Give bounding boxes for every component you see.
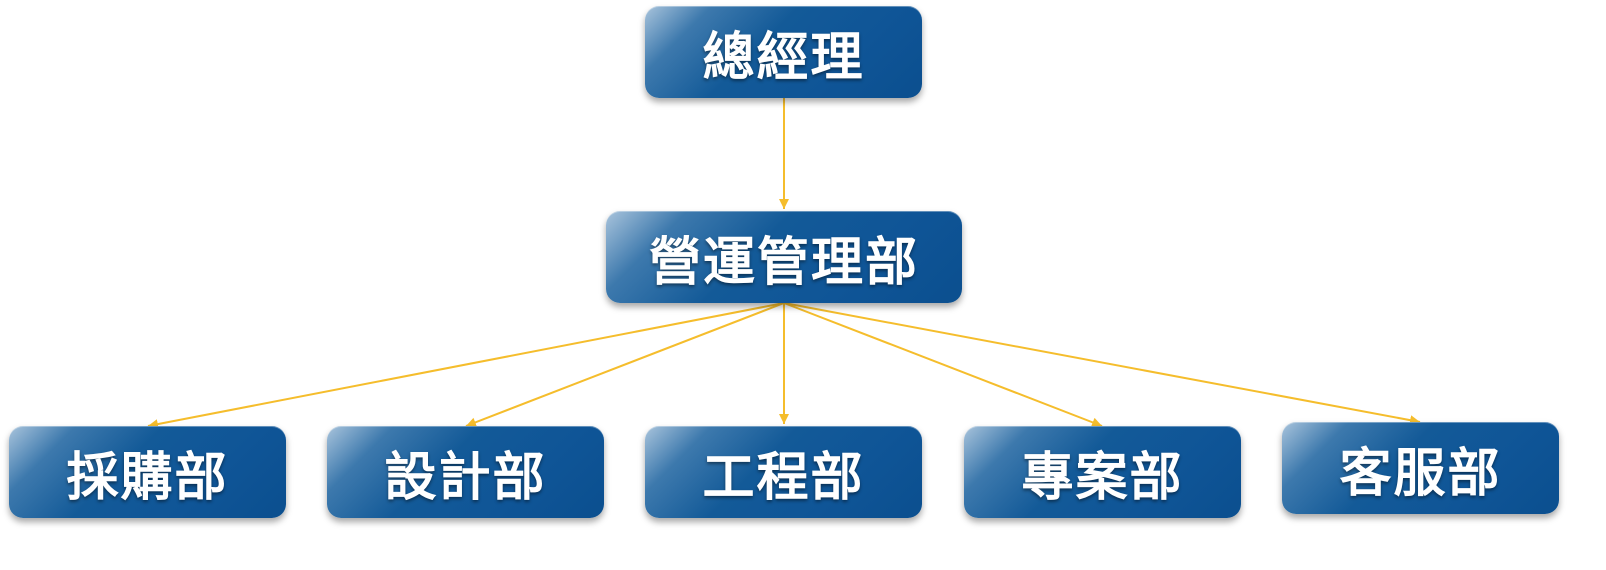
node-operations: 營運管理部 xyxy=(606,211,962,303)
node-projects: 專案部 xyxy=(964,426,1241,518)
node-general-manager: 總經理 xyxy=(645,6,922,98)
node-label-projects: 專案部 xyxy=(1021,447,1184,508)
node-label-design: 設計部 xyxy=(384,447,547,508)
node-engineering: 工程部 xyxy=(645,426,922,518)
node-label-operations: 營運管理部 xyxy=(648,232,919,293)
connector-operations-to-customer-service xyxy=(783,302,1421,426)
node-label-general-manager: 總經理 xyxy=(702,27,865,88)
connector-operations-to-projects xyxy=(783,302,1103,428)
node-label-engineering: 工程部 xyxy=(702,447,865,508)
connector-operations-to-design xyxy=(465,302,785,428)
connector-operations-to-procurement xyxy=(147,302,785,430)
node-procurement: 採購部 xyxy=(9,426,286,518)
node-design: 設計部 xyxy=(327,426,604,518)
node-label-customer-service: 客服部 xyxy=(1339,443,1502,504)
node-label-procurement: 採購部 xyxy=(66,447,229,508)
node-customer-service: 客服部 xyxy=(1282,422,1559,514)
